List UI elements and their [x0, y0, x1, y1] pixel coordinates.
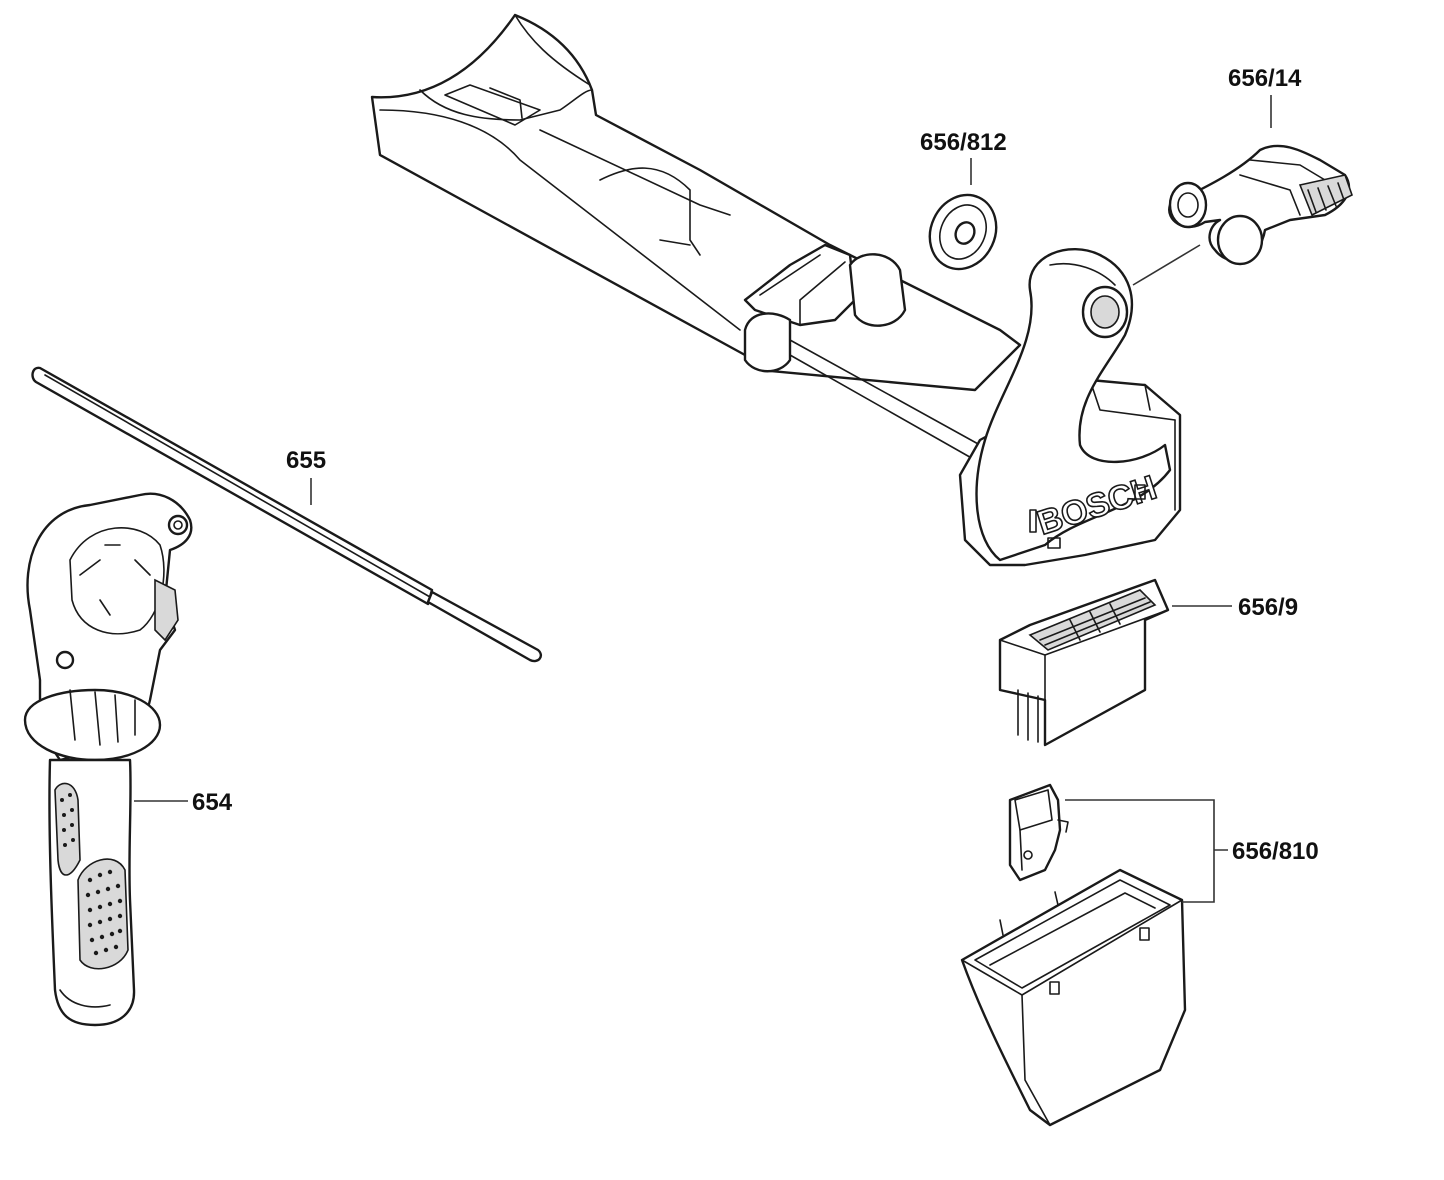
callout-656-810: 656/810 — [1232, 838, 1319, 865]
sealing-ring — [928, 193, 998, 271]
dust-container-latch — [1008, 783, 1069, 882]
dust-extraction-housing: BOSCH — [370, 13, 1182, 567]
callout-656-14: 656/14 — [1228, 65, 1302, 92]
callout-654: 654 — [192, 789, 233, 816]
callout-labels: 656/14 656/812 655 654 656/9 656/810 — [192, 65, 1319, 865]
callout-656-9: 656/9 — [1238, 594, 1298, 621]
leader-656-14-connector — [1132, 244, 1201, 286]
depth-stop-rod — [31, 366, 543, 663]
callout-655: 655 — [286, 447, 326, 474]
retaining-clip — [1168, 144, 1353, 266]
leader-lines — [134, 95, 1272, 903]
filter-element — [998, 578, 1170, 747]
dust-container — [960, 868, 1187, 1127]
leader-656-810 — [1065, 799, 1228, 903]
auxiliary-handle — [23, 492, 193, 1027]
grip-texture-dots — [60, 793, 123, 956]
callout-656-812: 656/812 — [920, 129, 1007, 156]
